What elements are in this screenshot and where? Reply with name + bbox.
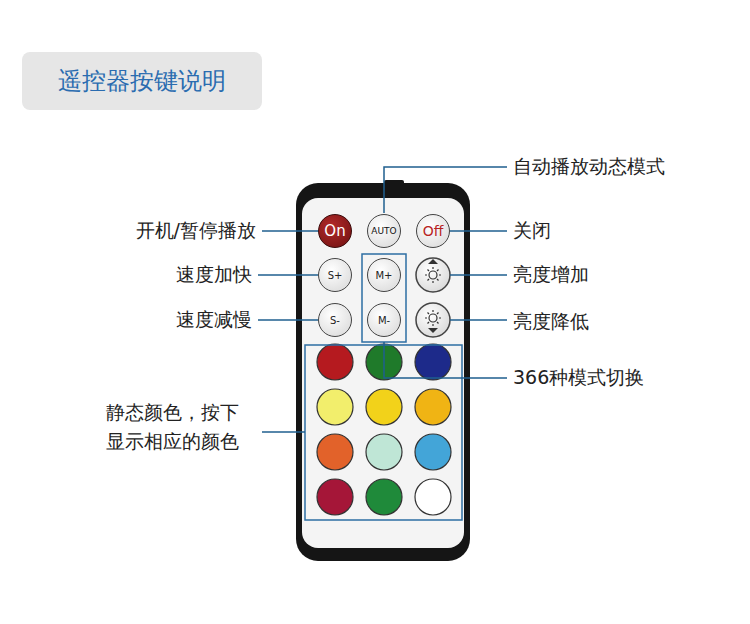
callout-label: 自动播放动态模式 (513, 152, 665, 181)
remote-button: Off (416, 214, 450, 248)
callout-label: 亮度增加 (513, 260, 589, 289)
remote-tip (384, 180, 404, 186)
leader-lines (258, 167, 507, 432)
mode-bracket (362, 254, 406, 342)
button-text: Off (423, 223, 444, 239)
remote-button: M- (367, 303, 401, 337)
remote-button: AUTO (367, 214, 401, 248)
button-text: S- (330, 315, 340, 326)
callout-label: 速度加快 (176, 260, 252, 289)
button-text: M+ (375, 270, 392, 281)
callout-label: 开机/暂停播放 (136, 216, 256, 245)
button-text: AUTO (371, 226, 396, 236)
callout-label: 关闭 (513, 216, 551, 245)
brightness-up-button (416, 258, 450, 292)
remote-button: S+ (318, 258, 352, 292)
button-text: S+ (328, 270, 343, 281)
button-text: M- (378, 315, 390, 326)
callout-label: 速度减慢 (176, 305, 252, 334)
remote-body (296, 183, 470, 561)
remote-button: S- (318, 303, 352, 337)
button-text: On (324, 222, 345, 240)
callout-label: 366种模式切换 (513, 363, 644, 392)
brightness-down-button (416, 303, 450, 337)
remote-button: On (318, 214, 352, 248)
remote-button: M+ (367, 258, 401, 292)
title: 遥控器按键说明 (58, 65, 226, 97)
title-box: 遥控器按键说明 (22, 52, 262, 110)
callout-label: 静态颜色，按下 显示相应的颜色 (106, 398, 256, 457)
callout-label: 亮度降低 (513, 307, 589, 336)
remote-face (302, 198, 464, 548)
